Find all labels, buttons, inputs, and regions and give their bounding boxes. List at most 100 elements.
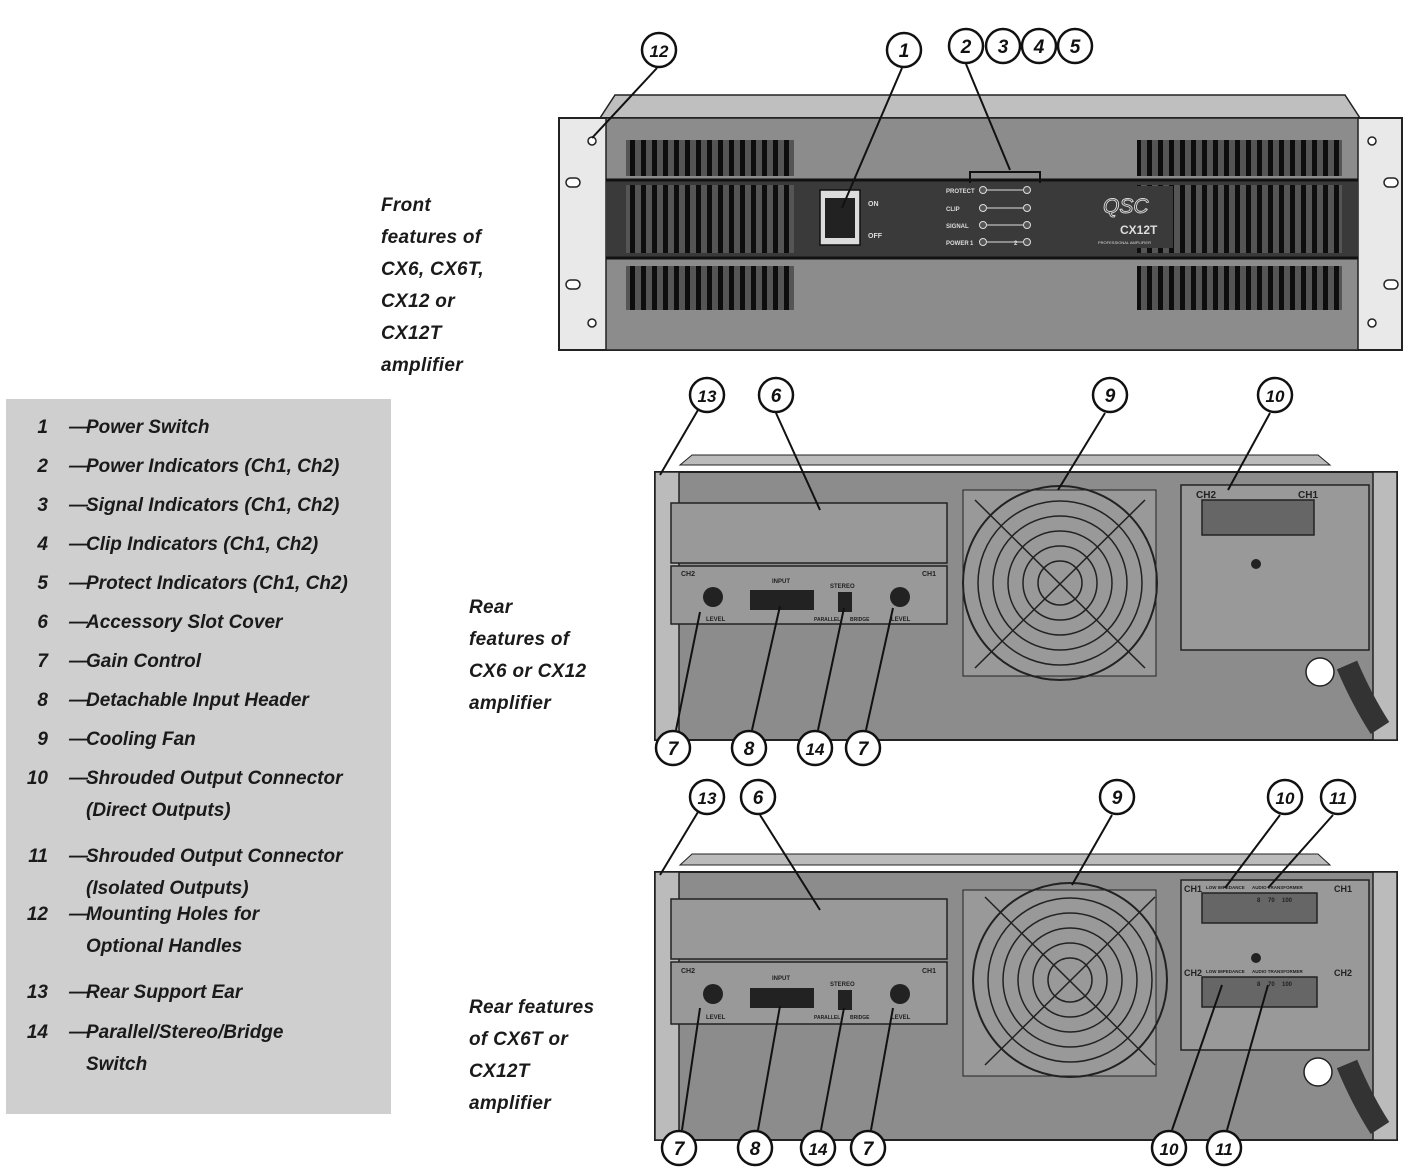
signal-label: SIGNAL — [946, 224, 969, 230]
front-panel: ON OFF PROTECT CLIP SIGNAL POWER 1 2 QSC… — [558, 94, 1403, 351]
legend-dash: — — [69, 846, 88, 867]
power-label: POWER — [946, 241, 969, 247]
legend-number: 14 — [26, 1022, 48, 1043]
callout-leader-11 — [1267, 814, 1334, 889]
legend-text: Rear Support Ear — [86, 982, 243, 1003]
callout-leaders — [591, 63, 1334, 1131]
rear-caption-cx6: Rear features of CX6 or CX12 amplifier — [469, 597, 587, 714]
callout-number: 7 — [668, 739, 680, 760]
low-impedance-label: LOW IMPEDANCE — [1206, 969, 1245, 974]
legend-dash: — — [69, 651, 88, 672]
tap-100-label: 100 — [1282, 982, 1293, 988]
callout-5: 5 — [1056, 27, 1094, 65]
level-label: LEVEL — [706, 617, 726, 623]
ch1-label: CH1 — [922, 571, 936, 578]
legend-number: 8 — [37, 690, 48, 711]
callout-leader-10 — [1171, 984, 1223, 1131]
callout-number: 7 — [863, 1139, 875, 1160]
callout-leader-12 — [591, 67, 658, 139]
legend-dash: — — [69, 690, 88, 711]
stereo-label: STEREO — [830, 584, 855, 590]
ch1-label: CH1 — [922, 968, 936, 975]
legend-text: (Isolated Outputs) — [86, 878, 249, 899]
legend-text: Power Switch — [86, 417, 210, 438]
legend-text: Accessory Slot Cover — [86, 612, 283, 633]
legend-dash: — — [69, 612, 88, 633]
legend-number: 12 — [26, 904, 48, 925]
callout-3: 3 — [984, 27, 1022, 65]
bridge-label: BRIDGE — [850, 617, 870, 623]
legend-dash: — — [69, 982, 88, 1003]
callout-7: 7 — [654, 729, 692, 767]
front-caption: Front features of CX6, CX6T, CX12 or CX1… — [381, 195, 484, 376]
indicator-leds: PROTECT CLIP SIGNAL POWER 1 2 — [946, 186, 1031, 247]
callout-1: 1 — [885, 31, 923, 69]
legend-text: Cooling Fan — [86, 729, 196, 750]
callout-13: 13 — [688, 778, 726, 816]
callout-number: 7 — [858, 739, 870, 760]
legend-text: Mounting Holes for — [86, 904, 260, 925]
callout-11: 11 — [1205, 1129, 1243, 1167]
rear-panel-cx6: CH2 CH1 LEVEL LEVEL INPUT STEREO PARALLE… — [654, 454, 1398, 741]
callout-2: 2 — [947, 27, 985, 65]
callout-7: 7 — [660, 1129, 698, 1167]
indicator-bracket — [969, 171, 1041, 183]
tap-70-label: 70 — [1268, 982, 1275, 988]
legend-number: 9 — [37, 729, 48, 750]
callout-number: 5 — [1070, 37, 1081, 58]
callout-9: 9 — [1098, 778, 1136, 816]
callout-14: 14 — [796, 729, 834, 767]
callout-number: 10 — [1276, 789, 1295, 808]
callout-leader-14 — [817, 607, 845, 731]
legend-dash: — — [69, 456, 88, 477]
callout-6: 6 — [757, 376, 795, 414]
callout-14: 14 — [799, 1129, 837, 1167]
legend-number: 10 — [26, 768, 48, 789]
callout-number: 8 — [744, 739, 755, 760]
legend-dash: — — [69, 534, 88, 555]
legend-text: (Direct Outputs) — [86, 800, 231, 821]
callout-leader-7 — [681, 1007, 701, 1131]
callout-leader-8 — [757, 1005, 781, 1131]
legend-text: Signal Indicators (Ch1, Ch2) — [86, 495, 340, 516]
callout-number: 10 — [1160, 1140, 1179, 1159]
callout-number: 13 — [698, 387, 717, 406]
legend-text: Switch — [86, 1054, 148, 1075]
legend-dash: — — [69, 904, 88, 925]
callout-number: 12 — [650, 42, 669, 61]
legend-number: 11 — [28, 846, 48, 867]
callout-8: 8 — [736, 1129, 774, 1167]
power-ch2-label: 2 — [1014, 241, 1018, 247]
out-ch1-label: CH1 — [1298, 490, 1318, 501]
callout-number: 2 — [960, 37, 972, 58]
callout-number: 9 — [1105, 386, 1116, 407]
callout-number: 9 — [1112, 788, 1123, 809]
callout-7: 7 — [849, 1129, 887, 1167]
callout-6: 6 — [739, 778, 777, 816]
tap-70-label: 70 — [1268, 898, 1275, 904]
callout-leader-8 — [751, 605, 781, 731]
audio-transformer-label: AUDIO TRANSFORMER — [1252, 885, 1303, 890]
out-ch2-label: CH2 — [1334, 968, 1352, 978]
clip-label: CLIP — [946, 207, 960, 213]
callout-leader-10 — [1224, 814, 1281, 889]
legend-number: 4 — [37, 534, 48, 555]
callout-number: 10 — [1266, 387, 1285, 406]
callout-number: 3 — [998, 37, 1009, 58]
legend-number: 13 — [26, 982, 48, 1003]
legend-dash: — — [69, 495, 88, 516]
out-ch2-label: CH2 — [1196, 490, 1216, 501]
stereo-label: STEREO — [830, 982, 855, 988]
legend-text: Parallel/Stereo/Bridge — [86, 1022, 284, 1043]
bridge-label: BRIDGE — [850, 1015, 870, 1021]
callout-leader-13 — [659, 409, 699, 476]
parallel-label: PARALLEL — [814, 617, 840, 623]
callout-number: 11 — [1329, 789, 1347, 808]
parallel-label: PARALLEL — [814, 1015, 840, 1021]
callout-12: 12 — [640, 31, 678, 69]
callout-9: 9 — [1091, 376, 1129, 414]
ch2-label: CH2 — [681, 571, 695, 578]
switch-on-label: ON — [868, 201, 879, 208]
